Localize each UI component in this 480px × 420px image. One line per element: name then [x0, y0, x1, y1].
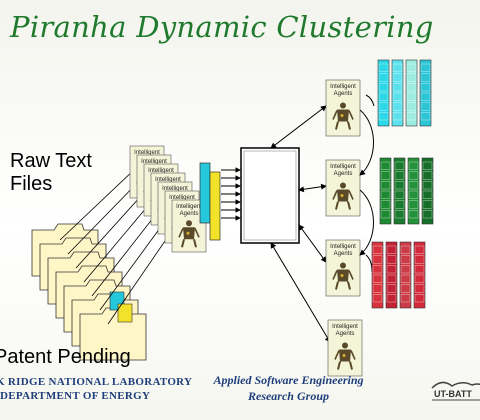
- ornl-line-2: DEPARTMENT OF ENERGY: [0, 390, 151, 402]
- raw-file-folders: [31, 223, 147, 361]
- agent-label-line-2: Agents: [180, 211, 199, 217]
- agent-label-line-1: Intelligent: [155, 177, 181, 183]
- vector-to-central-arrows: [221, 167, 241, 221]
- agent-label-line-1: Intelligent: [148, 168, 174, 174]
- agent-label-line-1: Intelligent: [169, 195, 195, 201]
- document-vectors: [199, 162, 221, 241]
- ornl-line-1: K RIDGE NATIONAL LABORATORY: [0, 376, 193, 388]
- agent-label-line-1: Intelligent: [162, 186, 188, 192]
- central-cluster-space: [240, 147, 300, 244]
- raw-text-files-label: Raw Text Files: [10, 150, 92, 196]
- ornl-logo-text: K RIDGE NATIONAL LABORATORY DEPARTMENT O…: [0, 375, 192, 403]
- folder-link: [59, 167, 137, 241]
- raw-text-line-1: Raw Text: [10, 150, 92, 172]
- ut-battelle-logo: [431, 381, 480, 401]
- agent-label-line-2: Agents: [334, 251, 353, 257]
- yellow-doc-vector: [209, 171, 221, 241]
- patent-pending: Patent Pending: [0, 346, 131, 368]
- agent-card-stack: IntelligentAgentsIntelligentAgentsIntell…: [129, 145, 207, 253]
- agent-label-line-2: Agents: [334, 171, 353, 177]
- agent-label-line-1: Intelligent: [176, 204, 202, 210]
- ut-battelle-label: UT-BATT: [434, 389, 472, 399]
- raw-text-line-2: Files: [10, 173, 53, 195]
- agent-label-line-1: Intelligent: [330, 84, 356, 90]
- agent-figure-icon: [332, 262, 354, 290]
- agent-label-line-2: Agents: [336, 331, 355, 337]
- red-cluster: [371, 241, 426, 309]
- group-line-1: Applied Software Engineering: [213, 373, 364, 387]
- green-cluster: [379, 157, 434, 225]
- agent-label-line-1: Intelligent: [332, 324, 358, 330]
- agent-figure-icon: [178, 220, 200, 248]
- agent-label-line-2: Agents: [334, 91, 353, 97]
- agent-figure-icon: [334, 342, 356, 370]
- cyan-doc-vector: [199, 162, 211, 224]
- group-name: Applied Software Engineering Research Gr…: [196, 372, 381, 404]
- group-line-2: Research Group: [247, 389, 329, 403]
- agent-figure-icon: [332, 102, 354, 130]
- slide-title: Piranha Dynamic Clustering: [10, 10, 434, 44]
- right-agent-cards: IntelligentAgentsIntelligentAgentsIntell…: [325, 79, 363, 377]
- agent-label-line-1: Intelligent: [134, 150, 160, 156]
- agent-label-line-1: Intelligent: [330, 244, 356, 250]
- agent-label-line-1: Intelligent: [141, 159, 167, 165]
- agent-curves: [359, 94, 375, 273]
- central-to-agent-arrows: [270, 105, 331, 343]
- cluster-bars: [371, 59, 434, 309]
- agent-label-line-1: Intelligent: [330, 164, 356, 170]
- cyan-cluster: [377, 59, 432, 127]
- agent-figure-icon: [332, 182, 354, 210]
